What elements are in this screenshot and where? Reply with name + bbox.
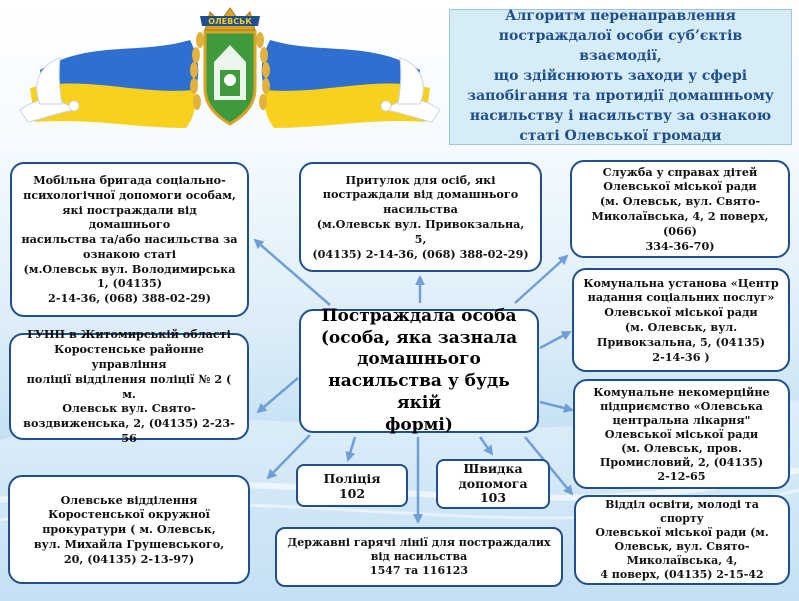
hospital-box: Комунальне некомерційне підприємство «Ол… [573, 379, 790, 489]
education-text: Відділ освіти, молоді та спорту Олевсько… [584, 498, 780, 582]
mobile-team-box: Мобільна бригада соціально- психологічно… [10, 162, 249, 317]
diagram-title-box: Алгоритм перенаправлення постраждалої ос… [449, 9, 792, 145]
social-center-text: Комунальна установа «Центр надання соціа… [583, 276, 778, 365]
shelter-box: Притулок для осіб, які постраждали від д… [299, 162, 542, 272]
mobile-team-text: Мобільна бригада соціально- психологічно… [20, 173, 239, 306]
prosecutor-text: Олевське відділення Коростенської окружн… [34, 493, 224, 567]
emblem-town-label: ОЛЕВСЬК [208, 17, 252, 26]
town-emblem: ОЛЕВСЬК [0, 0, 460, 148]
victim-box: Постраждала особа (особа, яка зазнала до… [299, 309, 539, 433]
prosecutor-box: Олевське відділення Коростенської окружн… [8, 475, 250, 584]
hotlines-text: Державні гарячі лінії для постраждалих в… [287, 536, 550, 578]
education-box: Відділ освіти, молоді та спорту Олевсько… [574, 495, 790, 585]
hotlines-box: Державні гарячі лінії для постраждалих в… [275, 527, 563, 587]
police-box: Поліція 102 [296, 464, 408, 507]
social-center-box: Комунальна установа «Центр надання соціа… [572, 268, 790, 372]
children-service-box: Служба у справах дітей Олевської міської… [570, 160, 790, 258]
police-dept-text: ГУНП в Житомирській області Коростенське… [19, 327, 239, 445]
hospital-text: Комунальне некомерційне підприємство «Ол… [593, 385, 769, 483]
victim-text: Постраждала особа (особа, яка зазнала до… [307, 306, 531, 437]
diagram-title: Алгоритм перенаправлення постраждалої ос… [458, 7, 783, 146]
police-dept-box: ГУНП в Житомирській області Коростенське… [9, 333, 249, 440]
shelter-text: Притулок для осіб, які постраждали від д… [309, 173, 532, 262]
ambulance-text: Швидка допомога 103 [458, 462, 527, 506]
police-text: Поліція 102 [324, 471, 381, 501]
children-service-text: Служба у справах дітей Олевської міської… [580, 165, 780, 254]
ambulance-box: Швидка допомога 103 [436, 459, 550, 509]
